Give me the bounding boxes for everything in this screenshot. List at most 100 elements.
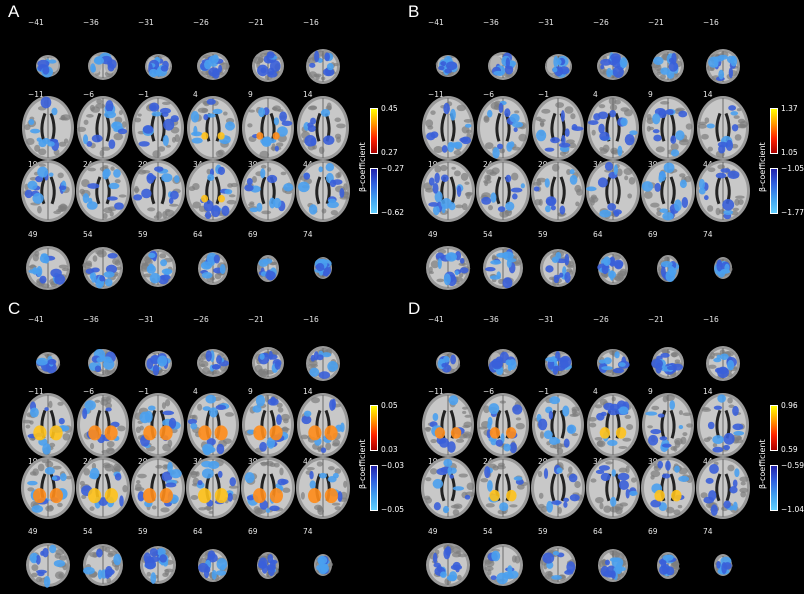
gyrus-mark [572, 411, 580, 417]
negative-cluster [94, 365, 102, 373]
negative-cluster [448, 395, 459, 406]
negative-cluster [544, 178, 550, 188]
brain-slice [597, 251, 628, 285]
brain-slice [306, 48, 340, 84]
negative-cluster [489, 275, 501, 280]
negative-cluster [678, 425, 684, 430]
slice-label: 24 [483, 457, 493, 466]
gyrus-mark [273, 462, 280, 468]
brain-slice [641, 160, 695, 222]
gyrus-mark [45, 505, 54, 512]
negative-cluster [481, 196, 492, 205]
gyrus-mark [137, 473, 147, 479]
negative-cluster [559, 205, 566, 215]
slice-label: 14 [703, 387, 713, 396]
ventricle [559, 409, 566, 439]
negative-cluster [658, 174, 663, 183]
negative-cluster [156, 354, 167, 367]
gyrus-mark [92, 255, 98, 262]
negative-cluster [490, 260, 502, 265]
slice-label: 59 [538, 527, 548, 536]
gyrus-mark [736, 108, 742, 112]
negative-cluster [27, 480, 38, 486]
negative-cluster [553, 274, 561, 280]
gyrus-mark [596, 440, 604, 447]
positive-cluster [269, 488, 283, 504]
brain-slice [706, 48, 740, 84]
negative-cluster [174, 175, 180, 183]
negative-cluster [445, 252, 457, 262]
negative-cluster [601, 265, 607, 270]
positive-cluster [269, 425, 283, 441]
negative-cluster [545, 196, 557, 207]
negative-cluster [513, 476, 523, 481]
gyrus-mark [169, 203, 179, 207]
gyrus-mark [630, 477, 637, 483]
negative-cluster [512, 404, 523, 415]
gyrus-mark [307, 56, 317, 64]
negative-cluster [544, 147, 555, 152]
gyrus-mark [190, 470, 198, 479]
slice-label: 49 [428, 230, 438, 239]
colorbar-negative-scale [770, 168, 778, 214]
slice-label: 54 [83, 527, 93, 536]
positive-cluster [104, 425, 118, 441]
negative-cluster [320, 108, 331, 117]
positive-cluster [159, 488, 173, 504]
brain-slice [531, 457, 585, 519]
brain-slice [198, 251, 228, 285]
gyrus-mark [430, 110, 436, 115]
gyrus-mark [261, 210, 272, 215]
negative-cluster [212, 54, 219, 64]
gyrus-mark [499, 148, 506, 154]
gyrus-mark [462, 431, 473, 439]
negative-cluster [147, 405, 156, 411]
gyrus-mark [334, 506, 342, 511]
slice-label: 44 [303, 457, 313, 466]
gyrus-mark [485, 503, 495, 508]
negative-cluster [733, 430, 745, 436]
gyrus-mark [740, 481, 746, 486]
gyrus-mark [483, 179, 492, 184]
gyrus-mark [276, 402, 283, 408]
negative-cluster [490, 192, 497, 203]
gyrus-mark [155, 464, 163, 469]
slice-label: −21 [248, 315, 264, 324]
negative-cluster [712, 446, 724, 453]
gyrus-mark [103, 462, 111, 467]
negative-cluster [169, 468, 182, 479]
negative-cluster [603, 255, 611, 266]
brain-slice [488, 349, 518, 377]
negative-cluster [447, 441, 456, 453]
negative-cluster [613, 164, 618, 176]
gyrus-mark [511, 172, 519, 181]
gyrus-mark [279, 467, 284, 476]
gyrus-mark [318, 146, 325, 154]
brain-slice [257, 254, 279, 282]
negative-cluster [32, 267, 38, 275]
negative-cluster [493, 70, 504, 76]
negative-cluster [606, 67, 613, 78]
negative-cluster [499, 502, 509, 512]
brain-slice [140, 546, 176, 584]
slice-label: 34 [593, 457, 603, 466]
negative-cluster [42, 547, 49, 558]
gyrus-mark [487, 569, 492, 576]
gyrus-mark [280, 413, 291, 421]
gyrus-mark [260, 461, 267, 467]
negative-cluster [495, 356, 503, 363]
gyrus-mark [682, 432, 688, 437]
brain-slice [76, 160, 130, 222]
negative-cluster [82, 407, 88, 420]
gyrus-mark [655, 146, 665, 153]
negative-cluster [620, 117, 628, 127]
negative-cluster [464, 123, 472, 128]
negative-cluster [102, 168, 111, 178]
gyrus-mark [174, 134, 180, 143]
gyrus-mark [575, 201, 580, 207]
colorbar-title: β-coefficient [758, 439, 767, 489]
negative-cluster [309, 470, 314, 480]
gyrus-mark [464, 181, 470, 185]
negative-cluster [452, 486, 465, 491]
slice-label: 14 [303, 90, 313, 99]
